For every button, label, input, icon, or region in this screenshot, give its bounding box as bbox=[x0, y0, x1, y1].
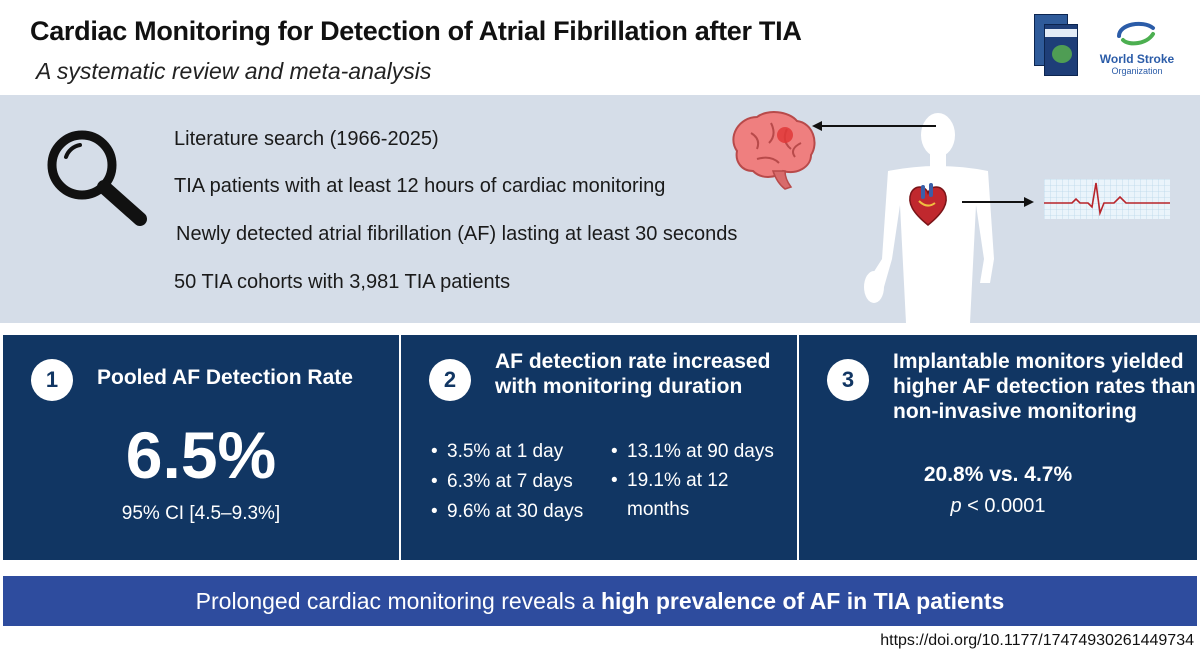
conclusion-banner: Prolonged cardiac monitoring reveals a h… bbox=[3, 576, 1197, 626]
finding-card-pooled-rate: 1 Pooled AF Detection Rate 6.5% 95% CI [… bbox=[3, 335, 399, 560]
ecg-trace-icon bbox=[1044, 179, 1170, 219]
confidence-interval: 95% CI [4.5–9.3%] bbox=[121, 503, 281, 524]
finding-heading: Pooled AF Detection Rate bbox=[97, 366, 353, 389]
duration-list-left: 3.5% at 1 day 6.3% at 7 days 9.6% at 30 … bbox=[431, 437, 583, 527]
list-item: 13.1% at 90 days bbox=[611, 437, 791, 466]
page-subtitle: A systematic review and meta-analysis bbox=[36, 58, 432, 84]
wso-name-line1: World Stroke bbox=[1099, 52, 1175, 66]
logos: World Stroke Organization bbox=[1010, 12, 1180, 82]
banner-emphasis: high prevalence of AF in TIA patients bbox=[600, 588, 1005, 614]
world-stroke-organization-logo: World Stroke Organization bbox=[1094, 18, 1180, 80]
pooled-rate-stat: 6.5% bbox=[125, 418, 277, 492]
list-item: 6.3% at 7 days bbox=[431, 467, 583, 497]
criterion-literature-search: Literature search (1966-2025) bbox=[174, 128, 439, 150]
doi-link[interactable]: https://doi.org/10.1177/1747493026144973… bbox=[880, 632, 1194, 649]
arrow-to-brain-icon bbox=[812, 121, 936, 131]
p-value-number: < 0.0001 bbox=[961, 495, 1046, 517]
list-item: 19.1% at 12 months bbox=[611, 466, 791, 524]
arrow-to-ecg-icon bbox=[962, 197, 1034, 207]
finding-heading: Implantable monitors yielded higher AF d… bbox=[893, 349, 1196, 424]
page-title: Cardiac Monitoring for Detection of Atri… bbox=[30, 16, 802, 46]
finding-heading-line: higher AF detection rates than bbox=[893, 375, 1196, 398]
criterion-cohorts: 50 TIA cohorts with 3,981 TIA patients bbox=[174, 271, 511, 293]
finding-number-badge: 2 bbox=[429, 359, 471, 401]
brain-icon bbox=[732, 111, 816, 190]
finding-number-badge: 3 bbox=[827, 359, 869, 401]
human-silhouette-icon bbox=[864, 113, 994, 323]
p-symbol: p bbox=[950, 495, 962, 517]
comparison-stat: 20.8% vs. 4.7% bbox=[923, 463, 1073, 486]
wso-swirl-icon bbox=[1117, 21, 1155, 46]
journal-cover-logo bbox=[1034, 14, 1078, 76]
finding-card-implantable: 3 Implantable monitors yielded higher AF… bbox=[799, 335, 1197, 560]
search-criteria-panel: Literature search (1966-2025) TIA patien… bbox=[0, 95, 1200, 323]
criterion-af-definition: Newly detected atrial fibrillation (AF) … bbox=[176, 223, 738, 245]
criterion-monitoring-hours: TIA patients with at least 12 hours of c… bbox=[174, 175, 666, 197]
finding-heading: AF detection rate increased with monitor… bbox=[495, 349, 770, 399]
heart-icon bbox=[909, 183, 947, 226]
p-value: p < 0.0001 bbox=[799, 495, 1197, 518]
duration-list-right: 13.1% at 90 days 19.1% at 12 months bbox=[611, 437, 791, 524]
finding-card-duration: 2 AF detection rate increased with monit… bbox=[401, 335, 797, 560]
finding-heading-line: AF detection rate increased bbox=[495, 350, 771, 373]
finding-heading-line: Implantable monitors yielded bbox=[893, 350, 1184, 373]
finding-number-badge: 1 bbox=[31, 359, 73, 401]
list-item: 3.5% at 1 day bbox=[431, 437, 583, 467]
magnifier-icon bbox=[47, 130, 147, 226]
finding-heading-line: with monitoring duration bbox=[495, 375, 743, 398]
banner-text: Prolonged cardiac monitoring reveals a bbox=[195, 588, 601, 614]
finding-heading-line: non-invasive monitoring bbox=[893, 400, 1137, 423]
wso-name-line2: Organization bbox=[1111, 66, 1163, 76]
list-item: 9.6% at 30 days bbox=[431, 497, 583, 527]
